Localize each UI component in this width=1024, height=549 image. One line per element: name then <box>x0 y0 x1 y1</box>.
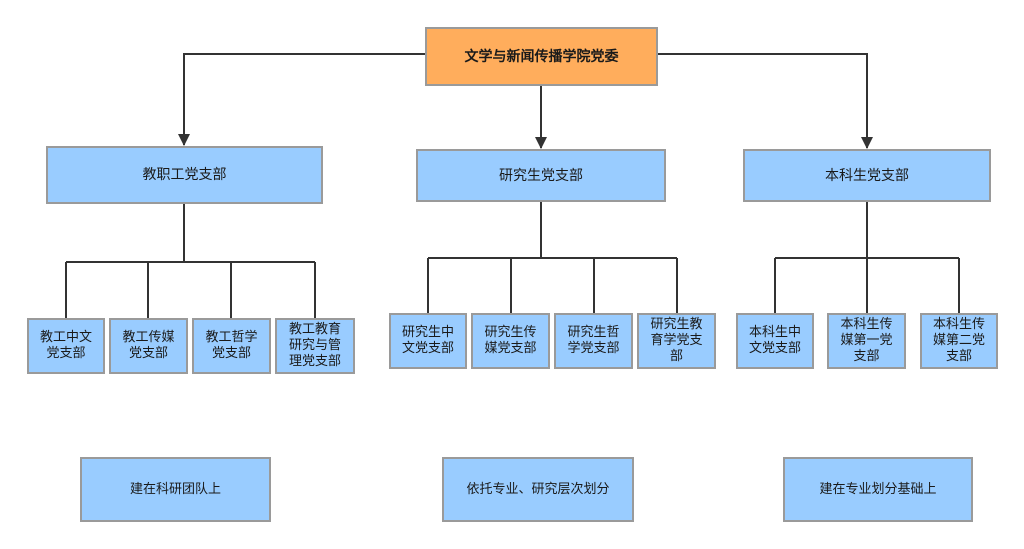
node-text-line: 媒第一党 <box>840 333 893 348</box>
node-text-line: 党支部 <box>211 346 251 361</box>
node-text-line: 本科生传 <box>932 317 985 332</box>
graduate-media-branch: 研究生传 媒党支部 <box>471 313 550 369</box>
node-text-line: 党支部 <box>46 346 86 361</box>
tree-graduate <box>427 202 678 313</box>
faculty-philosophy-branch: 教工哲学 党支部 <box>192 318 271 374</box>
undergraduate-branch-label: 本科生党支部 <box>825 167 909 184</box>
tree-undergraduate <box>774 202 960 313</box>
node-text-line: 支部 <box>853 349 880 364</box>
node-text-line: 研究生传 <box>484 325 537 340</box>
graduate-basis-note: 依托专业、研究层次划分 <box>442 457 634 522</box>
node-text-line: 理党支部 <box>288 354 341 369</box>
graduate-education-branch: 研究生教 育学党支 部 <box>637 313 716 369</box>
arrow-root-to-undergraduate <box>658 53 873 149</box>
undergraduate-branch-node: 本科生党支部 <box>743 149 991 202</box>
undergraduate-basis-note: 建在专业划分基础上 <box>783 457 973 522</box>
faculty-education-branch: 教工教育 研究与管 理党支部 <box>275 318 355 374</box>
faculty-basis-note: 建在科研团队上 <box>80 457 271 522</box>
arrow-root-to-faculty <box>178 53 425 146</box>
node-text-line: 文党支部 <box>748 341 801 356</box>
node-text-line: 教工传媒 <box>122 330 175 345</box>
node-text-line: 研究与管 <box>288 338 341 353</box>
graduate-chinese-branch: 研究生中 文党支部 <box>389 313 467 369</box>
node-text-line: 文党支部 <box>401 341 454 356</box>
graduate-philosophy-branch: 研究生哲 学党支部 <box>554 313 633 369</box>
node-text-line: 教工哲学 <box>205 330 258 345</box>
undergraduate-media-first-branch: 本科生传 媒第一党 支部 <box>827 313 906 369</box>
node-text-line: 研究生教 <box>650 317 703 332</box>
party-committee-label: 文学与新闻传播学院党委 <box>464 48 619 65</box>
faculty-media-branch: 教工传媒 党支部 <box>109 318 188 374</box>
node-text-line: 学党支部 <box>567 341 620 356</box>
faculty-branch-node: 教职工党支部 <box>46 146 323 204</box>
faculty-branch-label: 教职工党支部 <box>142 167 227 183</box>
node-text-line: 支部 <box>945 349 972 364</box>
node-text-line: 媒党支部 <box>484 341 537 356</box>
graduate-branch-label: 研究生党支部 <box>499 167 583 184</box>
node-text-line: 研究生中 <box>401 325 454 340</box>
graduate-branch-node: 研究生党支部 <box>416 149 666 202</box>
faculty-basis-note-text: 建在科研团队上 <box>129 481 221 497</box>
faculty-chinese-branch: 教工中文 党支部 <box>27 318 105 374</box>
graduate-basis-note-text: 依托专业、研究层次划分 <box>466 481 610 497</box>
node-text-line: 党支部 <box>128 346 168 361</box>
undergraduate-chinese-branch: 本科生中 文党支部 <box>736 313 814 369</box>
tree-faculty <box>65 204 316 318</box>
node-text-line: 部 <box>669 349 683 364</box>
undergraduate-basis-note-text: 建在专业划分基础上 <box>819 481 937 497</box>
party-committee-node: 文学与新闻传播学院党委 <box>425 27 658 86</box>
node-text-line: 育学党支 <box>650 333 703 348</box>
node-text-line: 研究生哲 <box>567 325 620 340</box>
undergraduate-media-second-branch: 本科生传 媒第二党 支部 <box>920 313 998 369</box>
node-text-line: 媒第二党 <box>932 333 985 348</box>
node-text-line: 本科生传 <box>840 317 893 332</box>
node-text-line: 本科生中 <box>748 325 801 340</box>
node-text-line: 教工教育 <box>288 322 341 337</box>
node-text-line: 教工中文 <box>39 330 92 345</box>
